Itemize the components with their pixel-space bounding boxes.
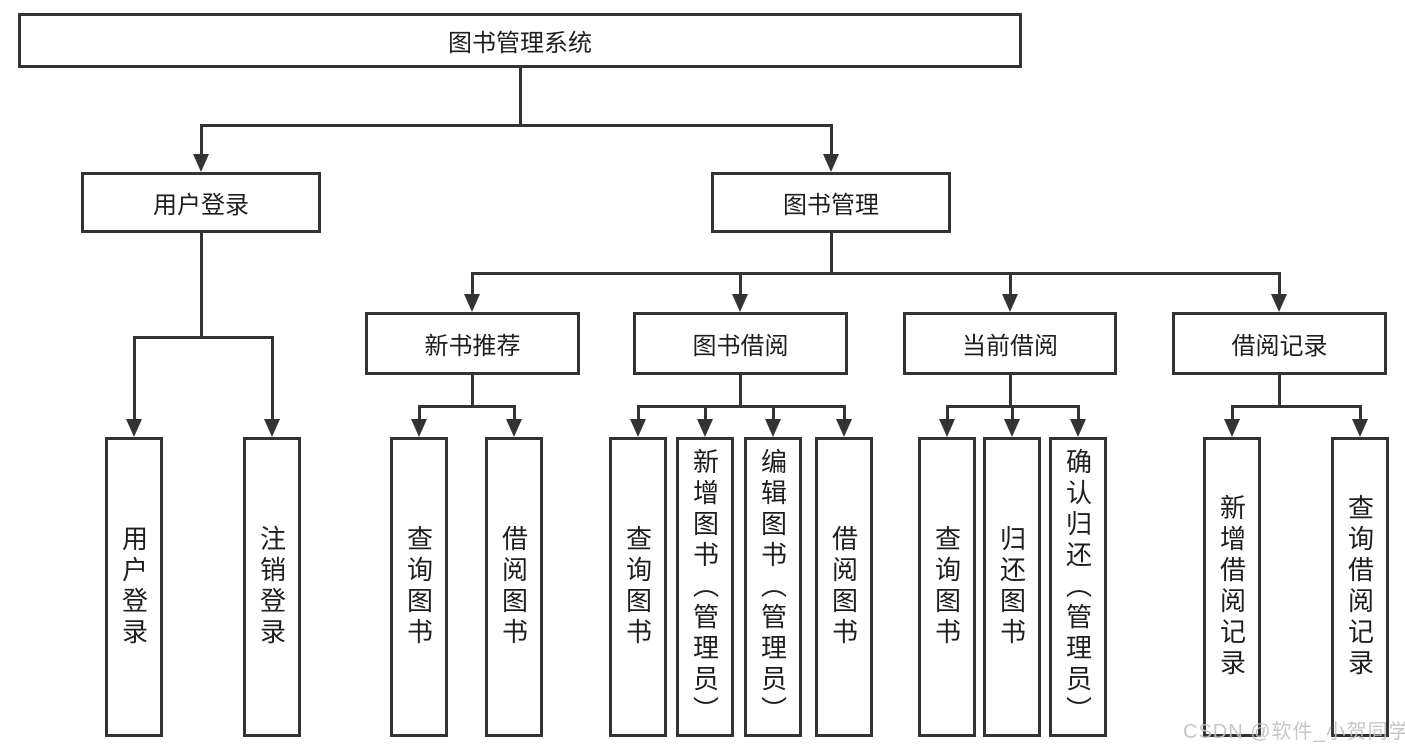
node-user-login: 用户登录 xyxy=(81,172,321,233)
leaf-add-books-admin: 新增图书（管理员） xyxy=(676,437,734,737)
node-current-borrowing: 当前借阅 xyxy=(903,312,1117,375)
leaf-borrow-books: 借阅图书 xyxy=(485,437,543,737)
leaf-logout-login: 注销登录 xyxy=(243,437,301,737)
leaf-user-login: 用户登录 xyxy=(105,437,163,737)
connector-leaf-drop xyxy=(703,404,707,422)
connector-level3-rail xyxy=(471,271,1281,275)
connector-stem xyxy=(1278,375,1281,408)
leaf-query-books: 查询图书 xyxy=(609,437,667,737)
connector-leaf-drop xyxy=(1358,404,1362,422)
connector-rail xyxy=(636,404,846,408)
connector-stem xyxy=(471,375,474,408)
arrow-down-icon xyxy=(836,419,852,437)
connector-leaf-drop xyxy=(1230,404,1234,422)
arrow-down-icon xyxy=(939,419,955,437)
arrow-down-icon xyxy=(411,419,427,437)
connector-root-stem xyxy=(518,68,522,126)
connector-stem xyxy=(1008,375,1012,408)
connector-level3-drop xyxy=(1278,271,1281,297)
node-book-management: 图书管理 xyxy=(711,172,951,233)
arrow-down-icon xyxy=(823,154,839,172)
connector-book-management-drop xyxy=(829,123,833,158)
arrow-down-icon xyxy=(1271,294,1287,312)
leaf-query-books: 查询图书 xyxy=(390,437,448,737)
arrow-down-icon xyxy=(1004,419,1020,437)
connector-user-login-stem xyxy=(199,233,203,338)
connector-rail xyxy=(1230,404,1362,408)
arrow-down-icon xyxy=(732,294,748,312)
connector-leaf-drop xyxy=(270,335,274,422)
leaf-edit-books-admin: 编辑图书（管理员） xyxy=(744,437,802,737)
connector-leaf-drop xyxy=(945,404,949,422)
connector-user-login-drop xyxy=(199,123,203,158)
arrow-down-icon xyxy=(464,294,480,312)
arrow-down-icon xyxy=(765,419,781,437)
arrow-down-icon xyxy=(697,419,713,437)
node-book-borrowing: 图书借阅 xyxy=(633,312,848,375)
connector-level3-drop xyxy=(739,271,742,297)
connector-leaf-drop xyxy=(771,404,775,422)
connector-leaf-drop xyxy=(636,404,640,422)
arrow-down-icon xyxy=(1002,294,1018,312)
arrow-down-icon xyxy=(1352,419,1368,437)
leaf-query-borrow-record: 查询借阅记录 xyxy=(1331,437,1389,737)
connector-rail xyxy=(417,404,516,408)
connector-level3-drop xyxy=(471,271,474,297)
connector-leaf-drop xyxy=(132,335,136,422)
connector-level3-drop xyxy=(1008,271,1012,297)
node-new-book-recommendation: 新书推荐 xyxy=(365,312,580,375)
connector-leaf-drop xyxy=(842,404,846,422)
connector-leaf-drop xyxy=(1010,404,1014,422)
connector-book-management-stem xyxy=(829,233,833,274)
node-borrowing-records: 借阅记录 xyxy=(1172,312,1387,375)
arrow-down-icon xyxy=(126,419,142,437)
arrow-down-icon xyxy=(1070,419,1086,437)
arrow-down-icon xyxy=(264,419,280,437)
connector-level2-rail xyxy=(199,123,833,127)
node-library-system: 图书管理系统 xyxy=(18,13,1022,68)
arrow-down-icon xyxy=(630,419,646,437)
leaf-return-books: 归还图书 xyxy=(983,437,1041,737)
connector-user-login-rail xyxy=(132,335,274,339)
leaf-query-books: 查询图书 xyxy=(918,437,976,737)
leaf-add-borrow-record: 新增借阅记录 xyxy=(1203,437,1261,737)
arrow-down-icon xyxy=(193,154,209,172)
watermark: CSDN @软件_小贺同学 xyxy=(1183,721,1405,743)
arrow-down-icon xyxy=(1224,419,1240,437)
leaf-confirm-return-admin: 确认归还（管理员） xyxy=(1049,437,1107,737)
connector-leaf-drop xyxy=(417,404,421,422)
connector-leaf-drop xyxy=(1076,404,1080,422)
arrow-down-icon xyxy=(506,419,522,437)
connector-leaf-drop xyxy=(512,404,516,422)
leaf-borrow-books: 借阅图书 xyxy=(815,437,873,737)
connector-stem xyxy=(739,375,742,408)
